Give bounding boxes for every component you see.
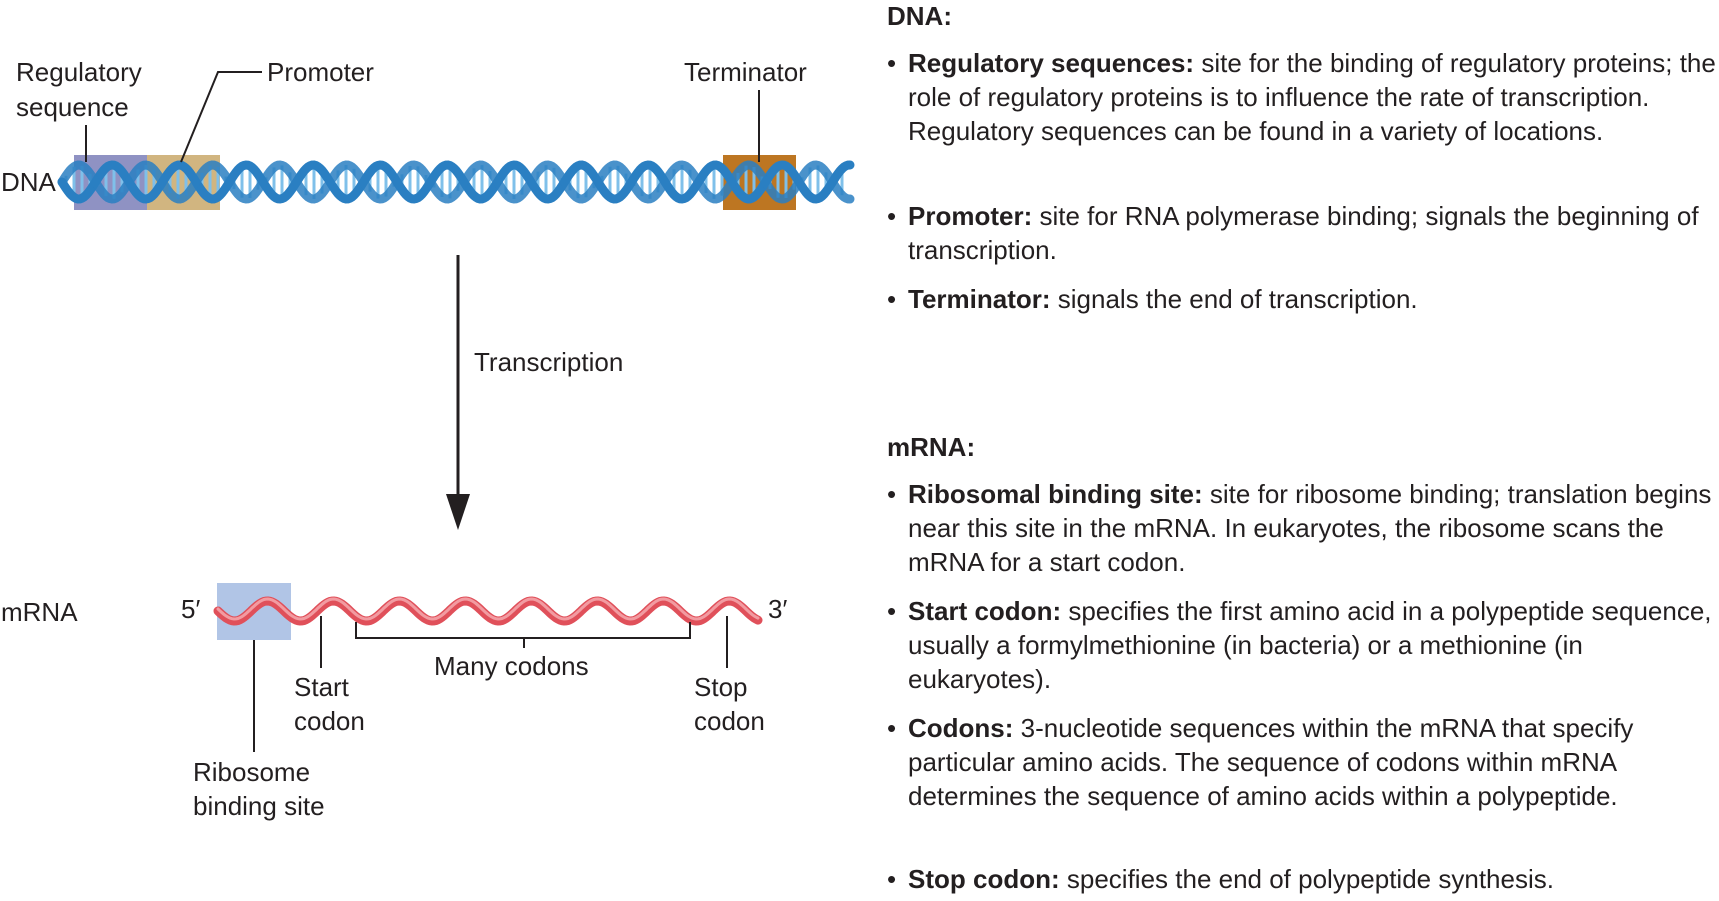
legend-description: signals the end of transcription. (1057, 284, 1418, 314)
legend-description: 3-nucleotide sequences within the mRNA t… (908, 713, 1634, 811)
transcription-label: Transcription (474, 347, 623, 377)
legend-description: site for ribosome binding; translation b… (908, 479, 1712, 577)
legend-item-start-codon: • Start codon: specifies the first amino… (887, 594, 1717, 696)
mrna-strand-highlight (216, 597, 760, 621)
dna-strand-label: DNA (1, 167, 57, 197)
legend-term: Ribosomal binding site: (908, 479, 1203, 509)
legend-description: specifies the first amino acid in a poly… (908, 596, 1712, 694)
bullet-icon: • (887, 713, 897, 743)
legend-item-stop-codon: • Stop codon: specifies the end of polyp… (887, 862, 1717, 896)
legend-term: Start codon: (908, 596, 1062, 626)
legend-term: Codons: (908, 713, 1014, 743)
regulatory-label-line1: Regulatory (16, 57, 142, 87)
regulatory-label-line2: sequence (16, 92, 129, 122)
bullet-icon: • (887, 48, 897, 78)
bullet-icon: • (887, 479, 897, 509)
legend-description: specifies the end of polypeptide synthes… (1066, 864, 1554, 894)
legend-item-ribosomal-binding-site: • Ribosomal binding site: site for ribos… (887, 477, 1717, 579)
legend-term: Terminator: (908, 284, 1051, 314)
legend-item-terminator: • Terminator: signals the end of transcr… (887, 282, 1717, 316)
three-prime-label: 3′ (768, 594, 787, 624)
bullet-icon: • (887, 284, 897, 314)
bullet-icon: • (887, 201, 897, 231)
promoter-leader-line (180, 71, 262, 163)
many-codons-bracket (355, 622, 691, 639)
transcription-arrow-head (446, 494, 470, 530)
many-codons-label: Many codons (434, 651, 589, 681)
legend-term: Regulatory sequences: (908, 48, 1195, 78)
mrna-strand (213, 596, 763, 626)
dna-strand-b (57, 160, 855, 204)
bullet-icon: • (887, 864, 897, 894)
legend-description: site for RNA polymerase binding; signals… (908, 201, 1699, 265)
legend-description: site for the binding of regulatory prote… (908, 48, 1716, 146)
five-prime-label: 5′ (181, 594, 200, 624)
mrna-legend-heading: mRNA: (887, 432, 976, 462)
dna-legend-heading: DNA: (887, 1, 952, 31)
legend-item-promoter: • Promoter: site for RNA polymerase bind… (887, 199, 1717, 267)
legend-item-codons: • Codons: 3-nucleotide sequences within … (887, 711, 1717, 813)
legend-panel: DNA: • Regulatory sequences: site for th… (887, 0, 1717, 901)
legend-term: Stop codon: (908, 864, 1060, 894)
legend-term: Promoter: (908, 201, 1033, 231)
ribosome-site-label-line1: Ribosome (193, 757, 310, 787)
promoter-label: Promoter (267, 57, 374, 87)
legend-item-regulatory-sequences: • Regulatory sequences: site for the bin… (887, 46, 1717, 148)
bullet-icon: • (887, 596, 897, 626)
start-codon-label-line1: Start (294, 672, 350, 702)
gene-structure-diagram: DNA Regulatory sequence Promoter Termina… (1, 57, 855, 821)
ribosome-site-label-line2: binding site (193, 791, 325, 821)
terminator-label: Terminator (684, 57, 807, 87)
mrna-strand-label: mRNA (1, 597, 78, 627)
stop-codon-label-line2: codon (694, 706, 765, 736)
stop-codon-label-line1: Stop (694, 672, 748, 702)
start-codon-label-line2: codon (294, 706, 365, 736)
